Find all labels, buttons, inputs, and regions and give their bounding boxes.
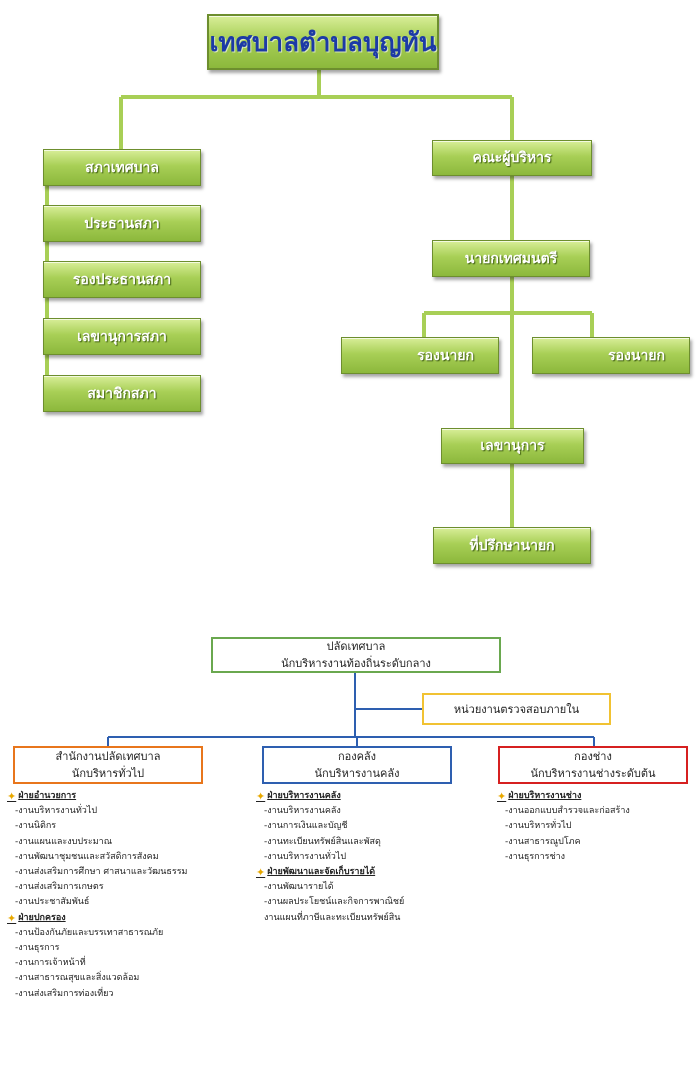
star-icon: ✦: [256, 866, 266, 880]
list-item: งานแผนที่ภาษีและทะเบียนทรัพย์สิน: [264, 912, 401, 923]
internal-audit-box: หน่วยงานตรวจสอบภายใน: [422, 693, 611, 725]
finance-division-sections: ✦ฝ่ายบริหารงานคลัง -งานบริหารงานคลัง -งา…: [256, 789, 456, 926]
list-item: -งานสาธารณสุขและสิ่งแวดล้อม: [15, 973, 140, 984]
mayor-box: นายกเทศมนตรี: [432, 240, 590, 277]
list-item: -งานพัฒนาชุมชนและสวัสดิการสังคม: [15, 851, 159, 862]
star-icon: ✦: [7, 911, 17, 925]
list-item: -งานทะเบียนทรัพย์สินและพัสดุ: [264, 836, 381, 847]
council-member-box: สมาชิกสภา: [43, 375, 201, 412]
council-member-label: สมาชิกสภา: [87, 385, 157, 402]
list-item: -งานออกแบบสำรวจและก่อสร้าง: [505, 806, 630, 817]
mayor-advisor-label: ที่ปรึกษานายก: [469, 537, 555, 554]
list-item: -งานบริหารทั่วไป: [505, 821, 572, 832]
engineering-division-title: กองช่าง: [574, 750, 612, 763]
engineering-division-sections: ✦ฝ่ายบริหารงานช่าง -งานออกแบบสำรวจและก่อ…: [497, 789, 692, 865]
engineering-division-box: กองช่าง นักบริหารงานช่างระดับต้น: [498, 746, 688, 784]
admin-chart-connectors: [107, 673, 595, 746]
list-item: -งานประชาสัมพันธ์: [15, 897, 90, 908]
municipal-clerk-position: นักบริหารงานท้องถิ่นระดับกลาง: [281, 657, 431, 670]
finance-division-position: นักบริหารงานคลัง: [314, 767, 400, 780]
list-item: -งานธุรการช่าง: [505, 851, 566, 862]
clerk-office-sections: ✦ฝ่ายอำนวยการ -งานบริหารงานทั่วไป -งานนิ…: [7, 789, 207, 1002]
council-box: สภาเทศบาล: [43, 149, 201, 186]
municipality-title: เทศบาลตำบลบุญทัน: [209, 27, 437, 58]
list-item: -งานส่งเสริมการท่องเที่ยว: [15, 988, 114, 999]
municipality-title-box: เทศบาลตำบลบุญทัน: [207, 14, 439, 70]
deputy-mayor-left-box: รองนายก: [341, 337, 499, 374]
clerk-office-box: สำนักงานปลัดเทศบาล นักบริหารทั่วไป: [13, 746, 203, 784]
list-item: -งานสาธารณูปโภค: [505, 836, 581, 847]
council-vice-president-label: รองประธานสภา: [72, 271, 172, 288]
deputy-mayor-right-label: รองนายก: [608, 347, 665, 364]
star-icon: ✦: [256, 790, 266, 803]
clerk-office-title: สำนักงานปลัดเทศบาล: [55, 750, 161, 763]
list-item: -งานบริหารงานทั่วไป: [264, 851, 347, 862]
council-president-box: ประธานสภา: [43, 205, 201, 242]
list-item: -งานผลประโยชน์และกิจการพาณิชย์: [264, 897, 405, 908]
list-item: -งานการเงินและบัญชี: [264, 821, 348, 832]
mayor-advisor-box: ที่ปรึกษานายก: [433, 527, 591, 564]
section-heading: ✦ฝ่ายปกครอง: [7, 911, 66, 925]
star-icon: ✦: [497, 790, 507, 803]
list-item: -งานส่งเสริมการศึกษา ศาสนาและวัฒนธรรม: [15, 867, 188, 878]
engineering-division-position: นักบริหารงานช่างระดับต้น: [530, 767, 656, 780]
finance-division-title: กองคลัง: [337, 750, 377, 763]
mayor-secretary-label: เลขานุการ: [480, 438, 545, 454]
section-heading: ✦ฝ่ายพัฒนาและจัดเก็บรายได้: [256, 866, 376, 880]
council-label: สภาเทศบาล: [85, 159, 159, 176]
internal-audit-label: หน่วยงานตรวจสอบภายใน: [453, 702, 580, 716]
municipal-clerk-box: ปลัดเทศบาล นักบริหารงานท้องถิ่นระดับกลาง: [211, 637, 501, 673]
council-secretary-label: เลขานุการสภา: [77, 328, 167, 345]
list-item: -งานธุรการ: [15, 943, 60, 954]
council-vice-president-box: รองประธานสภา: [43, 261, 201, 298]
list-item: -งานนิติกร: [15, 821, 57, 832]
council-president-label: ประธานสภา: [84, 215, 160, 232]
list-item: -งานแผนและงบประมาณ: [15, 836, 113, 847]
mayor-secretary-box: เลขานุการ: [441, 428, 584, 464]
list-item: -งานป้องกันภัยและบรรเทาสาธารณภัย: [15, 927, 164, 938]
council-secretary-box: เลขานุการสภา: [43, 318, 201, 355]
list-item: -งานการเจ้าหน้าที่: [15, 958, 86, 969]
executive-board-box: คณะผู้บริหาร: [432, 140, 592, 176]
finance-division-box: กองคลัง นักบริหารงานคลัง: [262, 746, 452, 784]
star-icon: ✦: [7, 790, 17, 803]
section-heading: ✦ฝ่ายบริหารงานคลัง: [256, 790, 341, 803]
list-item: -งานบริหารงานคลัง: [264, 806, 341, 817]
municipal-clerk-title: ปลัดเทศบาล: [326, 640, 386, 653]
section-heading: ✦ฝ่ายอำนวยการ: [7, 790, 77, 803]
list-item: -งานบริหารงานทั่วไป: [15, 806, 98, 817]
list-item: -งานส่งเสริมการเกษตร: [15, 882, 104, 893]
deputy-mayor-left-label: รองนายก: [417, 347, 474, 364]
executive-board-label: คณะผู้บริหาร: [472, 150, 552, 166]
list-item: -งานพัฒนารายได้: [264, 882, 334, 893]
mayor-label: นายกเทศมนตรี: [464, 250, 558, 267]
section-heading: ✦ฝ่ายบริหารงานช่าง: [497, 790, 582, 803]
deputy-mayor-right-box: รองนายก: [532, 337, 690, 374]
clerk-office-position: นักบริหารทั่วไป: [71, 767, 145, 780]
